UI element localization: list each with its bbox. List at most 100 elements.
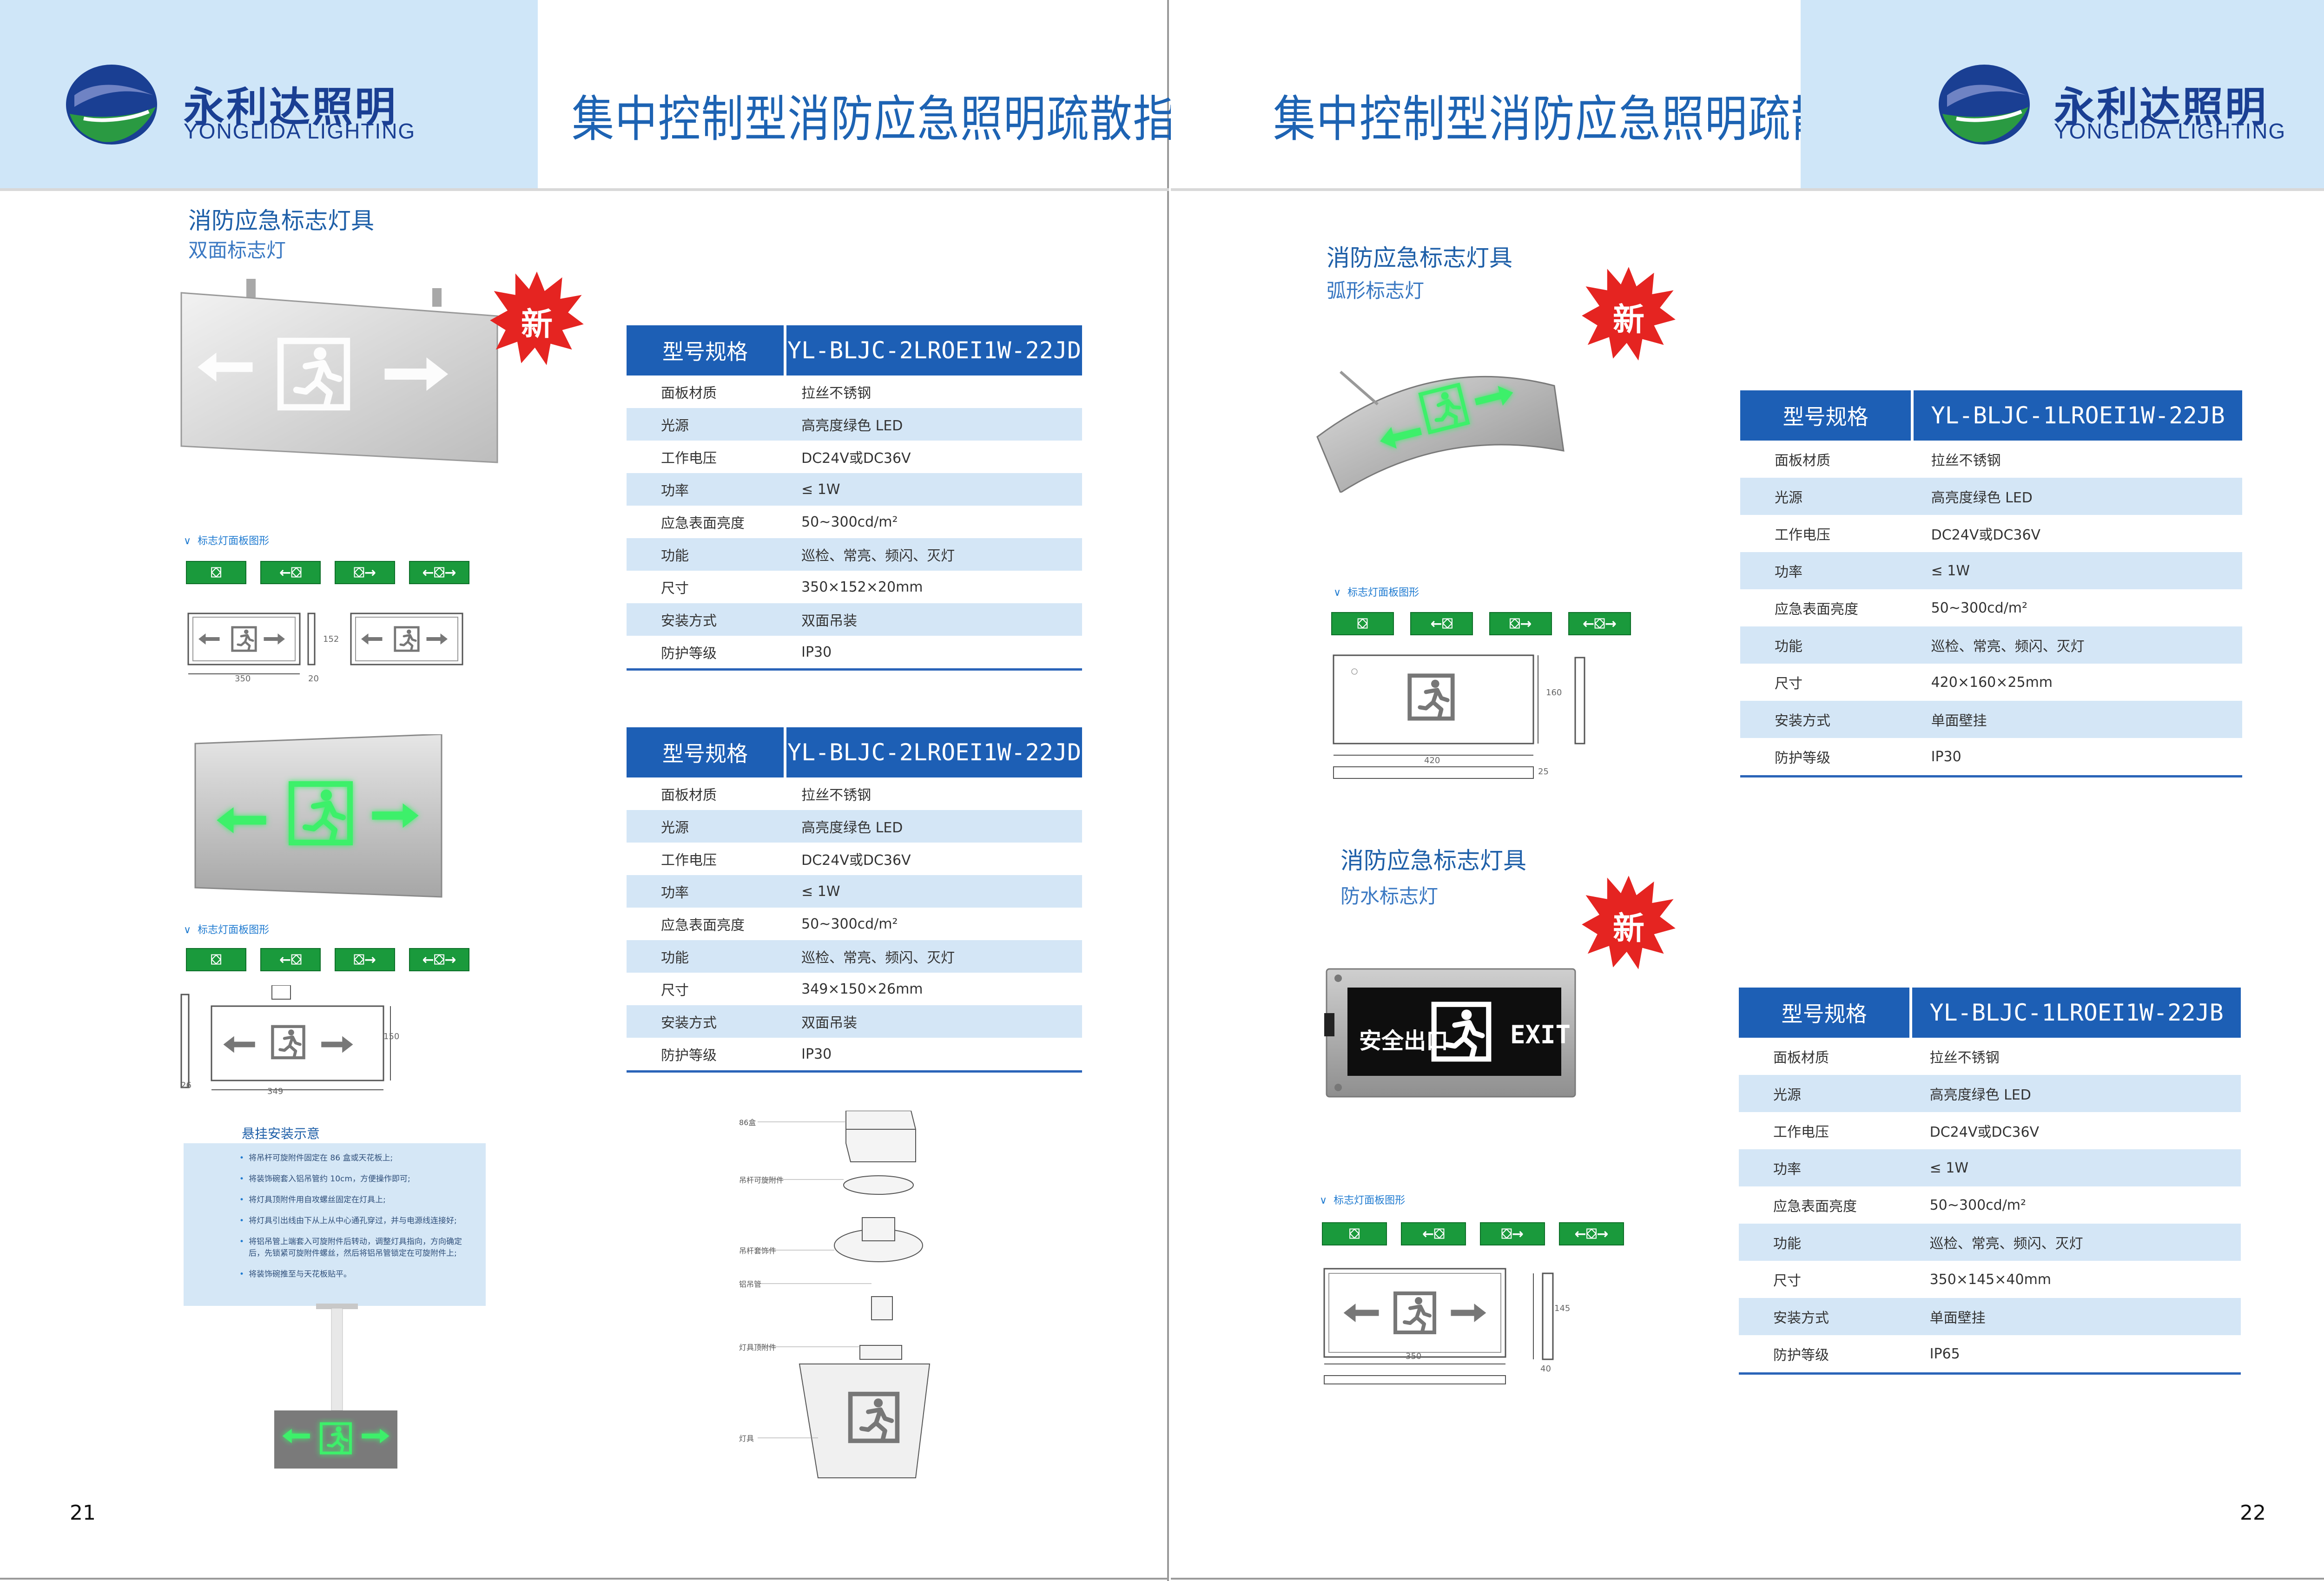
- panel-graphics-row-2: ⛋ ←⛋ ⛋→ ←⛋→: [1322, 1222, 1624, 1245]
- section-subtitle-arc: 弧形标志灯: [1327, 279, 1425, 302]
- spec-value: 双面吊装: [801, 1015, 858, 1031]
- product-photo-hanging-install: [272, 1304, 400, 1471]
- spec-key: 防护等级: [1775, 750, 1830, 766]
- spec-header-label: 型号规格: [1740, 390, 1911, 441]
- spec-model-number: YL-BLJC-1LROEI1W-22JB: [1911, 390, 2242, 441]
- dim-height: 152: [323, 634, 339, 644]
- install-instructions-box: 将吊杆可旋附件固定在 86 盒或天花板上; 将装饰碗套入铝吊管约 10cm，方便操…: [184, 1143, 486, 1306]
- exploded-label-top-fitting: 灯具顶附件: [739, 1343, 777, 1352]
- dim-depth: 20: [308, 674, 319, 684]
- dim-depth-waterproof: 40: [1540, 1364, 1551, 1374]
- exploded-install-diagram: 86盒 吊杆可旋附件 吊杆套饰件 铝吊管 灯具顶附件 灯具: [739, 1110, 962, 1492]
- panel-label: ∨ 标志灯面板图形: [1334, 587, 1419, 599]
- spec-value: ≤ 1W: [1929, 1159, 1969, 1176]
- section-title-arc: 消防应急标志灯具: [1327, 244, 1512, 271]
- dim-width-waterproof: 350: [1406, 1351, 1422, 1361]
- bottom-divider: [1171, 1578, 2324, 1580]
- spec-key: 防护等级: [1773, 1347, 1829, 1364]
- panel-label: ∨ 标志灯面板图形: [184, 535, 270, 547]
- panel-label-text-2: 标志灯面板图形: [198, 924, 270, 936]
- spec-key: 面板材质: [661, 787, 717, 804]
- dim-depth-arc: 25: [1538, 767, 1549, 777]
- spec-row: 安装方式双面吊装: [627, 1005, 1082, 1038]
- spec-value: 50~300cd/m²: [1929, 1197, 2027, 1213]
- panel-tile-left: ←⛋: [1410, 612, 1473, 635]
- spec-key: 功能: [661, 950, 689, 966]
- page-number-left: 21: [70, 1501, 96, 1525]
- spec-key: 防护等级: [661, 646, 717, 662]
- panel-tile-right: ⛋→: [335, 948, 395, 971]
- spec-value: ≤ 1W: [1931, 562, 1970, 579]
- spec-value: 50~300cd/m²: [801, 916, 898, 932]
- brand-logo-box: 永利达照明 YONGLIDA LIGHTING: [1801, 0, 2324, 188]
- spec-value: DC24V或DC36V: [801, 450, 911, 467]
- brand-name-en: YONGLIDA LIGHTING: [2054, 119, 2286, 143]
- spec-key: 尺寸: [1773, 1273, 1801, 1289]
- dim-width-arc: 420: [1424, 756, 1440, 765]
- spec-key: 安装方式: [661, 613, 717, 629]
- dimension-drawing-waterproof: 350 145 40: [1322, 1264, 1601, 1399]
- panel-tile-both: ←⛋→: [409, 561, 469, 584]
- spec-header-label: 型号规格: [1739, 988, 1910, 1038]
- spec-row: 光源高亮度绿色 LED: [1740, 478, 2242, 515]
- spec-key: 防护等级: [661, 1047, 717, 1064]
- spec-table-arc: 型号规格 YL-BLJC-1LROEI1W-22JB 面板材质拉丝不锈钢光源高亮…: [1740, 390, 2242, 777]
- spec-row: 应急表面亮度 50~300cd/m²: [1739, 1186, 2241, 1224]
- yonglida-logo-icon: [1938, 63, 2031, 151]
- spec-model-number: YL-BLJC-2LROEI1W-22JD: [784, 727, 1082, 777]
- spec-row: 面板材质拉丝不锈钢: [1740, 441, 2242, 478]
- dim-height-arc: 160: [1546, 688, 1562, 698]
- spec-row: 面板材质拉丝不锈钢: [627, 375, 1082, 408]
- spec-value: IP65: [1929, 1345, 1960, 1362]
- spec-key: 应急表面亮度: [1773, 1199, 1857, 1215]
- panel-tile-left: ←⛋: [1401, 1222, 1466, 1245]
- section-title: 消防应急标志灯具: [188, 207, 374, 234]
- spec-key: 功能: [661, 548, 689, 564]
- spec-key: 功率: [1773, 1161, 1801, 1178]
- spec-key: 尺寸: [661, 982, 689, 999]
- spec-row: 安装方式单面壁挂: [1739, 1298, 2241, 1335]
- product-photo-double-sided-silver: [177, 279, 502, 465]
- dimension-drawing-2: 349 26 150: [179, 985, 402, 1097]
- spec-row: 光源高亮度绿色 LED: [1739, 1075, 2241, 1112]
- sign-text-en: EXIT: [1510, 1020, 1571, 1049]
- spec-value: 420×160×25mm: [1931, 674, 2053, 691]
- spec-key: 功率: [1775, 564, 1802, 580]
- spec-row: 防护等级 IP30: [1740, 738, 2242, 775]
- spec-header-label: 型号规格: [627, 727, 784, 777]
- spec-key: 功能: [1773, 1236, 1801, 1252]
- spec-key: 安装方式: [1775, 713, 1830, 729]
- new-badge: 新: [1578, 265, 1680, 362]
- spec-header: 型号规格 YL-BLJC-2LROEI1W-22JD: [627, 325, 1082, 375]
- spec-model-number: YL-BLJC-2LROEI1W-22JD: [784, 325, 1082, 375]
- spec-value: 50~300cd/m²: [801, 514, 898, 530]
- spec-key: 功率: [661, 885, 689, 901]
- spec-value: 拉丝不锈钢: [801, 787, 872, 804]
- spec-value: ≤ 1W: [801, 883, 840, 900]
- panel-graphics-row: ⛋ ←⛋ ⛋→ ←⛋→: [186, 561, 469, 584]
- new-badge-text: 新: [521, 306, 553, 343]
- exploded-label-86-box: 86盒: [739, 1118, 756, 1127]
- exploded-label-cover: 吊杆套饰件: [739, 1246, 777, 1255]
- spec-value: IP30: [1931, 748, 1961, 765]
- install-title: 悬挂安装示意: [242, 1126, 320, 1141]
- spec-header-label: 型号规格: [627, 325, 784, 375]
- install-step: 将吊杆可旋附件固定在 86 盒或天花板上;: [239, 1153, 472, 1164]
- dim-height-waterproof: 145: [1554, 1304, 1571, 1313]
- install-step: 将装饰碗套入铝吊管约 10cm，方便操作即可;: [239, 1173, 472, 1185]
- install-step: 将铝吊管上端套入可旋附件后转动，调整灯具指向，方向确定后，先锁紧可旋附件螺丝，然…: [239, 1236, 472, 1259]
- spec-value: 拉丝不锈钢: [1929, 1050, 2000, 1066]
- install-step: 将灯具引出线由下从上从中心通孔穿过，并与电源线连接好;: [239, 1215, 472, 1227]
- new-badge-text: 新: [1612, 910, 1644, 947]
- panel-graphics-row: ⛋ ←⛋ ⛋→ ←⛋→: [1331, 612, 1631, 635]
- install-step: 将装饰碗推至与天花板贴平。: [239, 1269, 472, 1280]
- section-title-waterproof: 消防应急标志灯具: [1340, 847, 1526, 874]
